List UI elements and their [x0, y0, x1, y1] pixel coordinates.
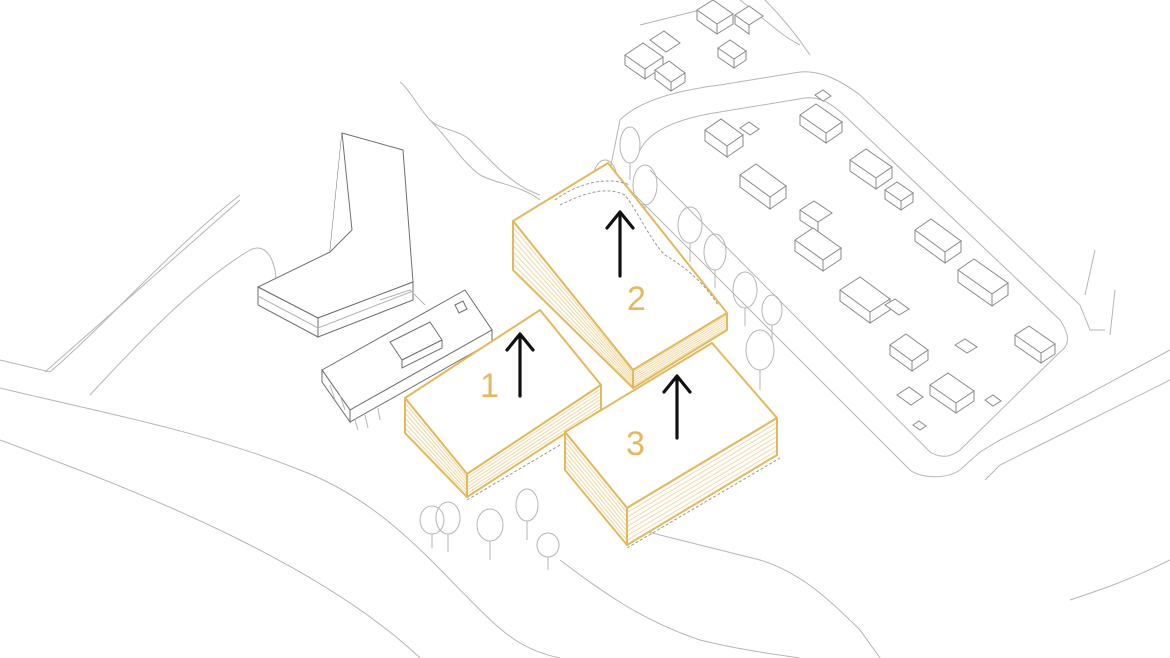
- tree: [515, 488, 539, 540]
- house: [799, 103, 843, 144]
- house: [889, 333, 929, 372]
- floor-line: [404, 422, 468, 491]
- floor-line: [466, 402, 602, 491]
- floor-line: [466, 406, 602, 495]
- house: [704, 118, 744, 158]
- floor-line: [404, 407, 468, 481]
- houses: [624, 0, 1056, 431]
- house: [794, 227, 842, 272]
- house: [984, 394, 1002, 407]
- building-1-floor-lines: [404, 388, 602, 495]
- floor-line: [466, 395, 602, 485]
- arrow-building-3: [662, 374, 692, 440]
- floor-line: [564, 445, 628, 523]
- house: [954, 338, 978, 354]
- floor-line: [466, 388, 602, 478]
- house: [896, 386, 924, 406]
- house: [957, 258, 1009, 307]
- building-1: [404, 309, 602, 501]
- floor-line: [564, 441, 628, 518]
- floor-line: [564, 455, 628, 532]
- tree: [619, 126, 641, 180]
- tree: [476, 508, 504, 560]
- house: [1014, 325, 1056, 364]
- tree: [536, 532, 560, 570]
- floor-line: [512, 226, 634, 373]
- floor-line: [626, 449, 778, 541]
- floor-line: [632, 314, 728, 373]
- existing-low-building: [321, 289, 493, 431]
- floor-line: [632, 318, 728, 378]
- house: [739, 121, 760, 136]
- floor-line: [512, 245, 634, 380]
- tree: [703, 233, 727, 288]
- floor-line: [626, 445, 778, 537]
- floor-line: [564, 460, 628, 537]
- floor-line: [626, 426, 778, 518]
- floor-line: [404, 402, 468, 478]
- house: [739, 163, 787, 210]
- floor-line: [564, 436, 628, 513]
- floor-line: [564, 450, 628, 527]
- house: [884, 181, 914, 211]
- floor-line: [512, 251, 634, 382]
- arrow-building-2: [605, 210, 635, 278]
- arrow-building-1: [505, 332, 535, 398]
- tree: [745, 329, 775, 390]
- existing-l-building: [256, 132, 414, 338]
- house: [717, 39, 747, 69]
- house: [624, 42, 664, 80]
- floor-line: [632, 323, 728, 382]
- floor-line: [632, 327, 728, 387]
- tree: [732, 271, 758, 326]
- house: [914, 218, 962, 264]
- floor-line: [466, 398, 602, 488]
- house: [884, 298, 910, 316]
- floor-line: [404, 417, 468, 488]
- floor-line: [466, 391, 602, 481]
- building-2-label: 2: [627, 280, 646, 318]
- floor-line: [512, 263, 634, 387]
- house: [814, 89, 832, 102]
- road: [609, 71, 1170, 481]
- floor-line: [512, 239, 634, 378]
- floor-line: [632, 325, 728, 384]
- building-3: [564, 342, 781, 549]
- house: [839, 276, 891, 324]
- house: [849, 148, 893, 190]
- floor-line: [404, 412, 468, 485]
- floor-line: [626, 431, 778, 523]
- tree: [435, 501, 461, 552]
- building-1-label: 1: [480, 367, 499, 405]
- house: [654, 60, 686, 92]
- tree: [677, 206, 703, 262]
- floor-line: [626, 440, 778, 532]
- tree: [761, 294, 783, 340]
- house: [799, 200, 833, 233]
- floor-line: [626, 436, 778, 527]
- floor-line: [564, 464, 628, 541]
- floor-line: [632, 316, 728, 375]
- house: [929, 372, 975, 414]
- house: [734, 5, 764, 35]
- floor-line: [404, 427, 468, 495]
- house: [649, 30, 681, 53]
- floor-line: [632, 321, 728, 380]
- house: [696, 0, 734, 35]
- building-2-floor-lines: [512, 226, 728, 387]
- house: [912, 420, 927, 431]
- floor-line: [512, 232, 634, 375]
- building-3-label: 3: [626, 425, 645, 463]
- floor-line: [626, 422, 778, 514]
- building-3-floor-lines: [564, 422, 778, 541]
- floor-line: [512, 257, 634, 384]
- trees: [419, 126, 783, 570]
- tree: [419, 505, 445, 548]
